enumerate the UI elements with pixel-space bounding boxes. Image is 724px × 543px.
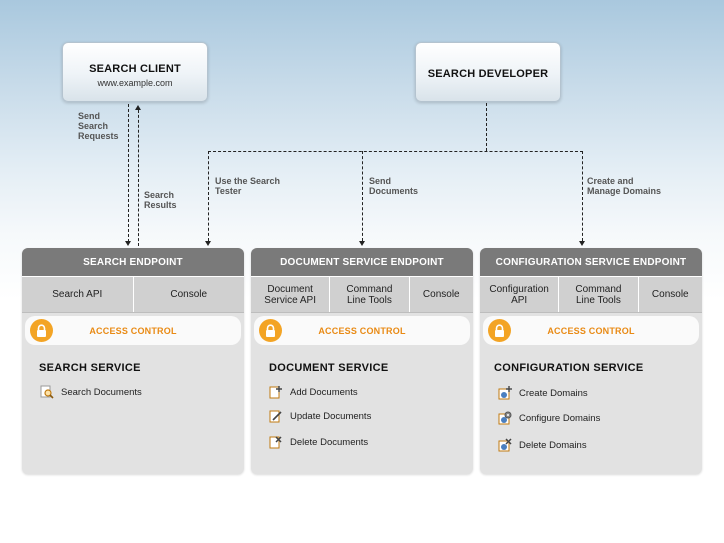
add-documents-label: Add Documents: [290, 386, 358, 398]
access-control-label: ACCESS CONTROL: [547, 325, 635, 336]
search-access-control: ACCESS CONTROL: [25, 316, 241, 345]
edit-document-icon: [269, 409, 283, 423]
update-documents-item: Update Documents: [269, 409, 371, 423]
search-tools-row: Search API Console: [22, 276, 244, 313]
document-service-title: DOCUMENT SERVICE: [269, 362, 389, 374]
search-console-tool: Console: [170, 289, 208, 300]
delete-document-icon: [269, 435, 283, 449]
delete-domains-item: Delete Domains: [498, 438, 587, 452]
use-search-tester-label: Use the Search Tester: [215, 176, 281, 196]
configuration-endpoint-header: CONFIGURATION SERVICE ENDPOINT: [480, 248, 702, 276]
configuration-access-control: ACCESS CONTROL: [483, 316, 699, 345]
search-documents-label: Search Documents: [61, 386, 142, 398]
access-control-label: ACCESS CONTROL: [318, 325, 406, 336]
search-api-tool: Search API: [22, 277, 134, 312]
delete-documents-label: Delete Documents: [290, 436, 369, 448]
configure-domain-icon: [498, 411, 512, 425]
configuration-endpoint-panel: CONFIGURATION SERVICE ENDPOINT Configura…: [480, 248, 702, 474]
create-manage-domains-label: Create and Manage Domains: [587, 176, 662, 196]
document-console-tool: Console: [422, 289, 460, 300]
lock-icon: [259, 319, 282, 342]
developer-stem-line: [486, 103, 487, 151]
lock-icon: [488, 319, 511, 342]
request-arrow-line: [128, 104, 129, 242]
add-documents-item: Add Documents: [269, 385, 358, 399]
create-domain-icon: [498, 386, 512, 400]
send-search-requests-label: Send Search Requests: [78, 111, 119, 141]
configure-domains-item: Configure Domains: [498, 411, 600, 425]
create-domains-item: Create Domains: [498, 386, 588, 400]
search-endpoint-header: SEARCH ENDPOINT: [22, 248, 244, 276]
developer-branch-line: [208, 151, 583, 152]
access-control-label: ACCESS CONTROL: [89, 325, 177, 336]
search-service-title: SEARCH SERVICE: [39, 362, 141, 374]
send-documents-label: Send Documents: [369, 176, 419, 196]
results-arrowhead: [135, 105, 141, 110]
add-document-icon: [269, 385, 283, 399]
search-client-title: SEARCH CLIENT: [89, 63, 181, 75]
configure-domains-label: Configure Domains: [519, 412, 601, 424]
create-domains-label: Create Domains: [519, 387, 588, 399]
search-developer-box: SEARCH DEVELOPER: [415, 42, 561, 102]
search-client-url: www.example.com: [97, 78, 173, 88]
document-access-control: ACCESS CONTROL: [254, 316, 470, 345]
update-documents-label: Update Documents: [290, 410, 372, 422]
search-results-label: Search Results: [144, 190, 177, 210]
search-endpoint-panel: SEARCH ENDPOINT Search API Console ACCES…: [22, 248, 244, 474]
search-documents-item: Search Documents: [40, 385, 142, 399]
domains-arrow-line: [582, 151, 583, 241]
tester-arrowhead: [205, 241, 211, 246]
search-document-icon: [40, 385, 54, 399]
documents-arrow-line: [362, 151, 363, 241]
documents-arrowhead: [359, 241, 365, 246]
delete-domain-icon: [498, 438, 512, 452]
lock-icon: [30, 319, 53, 342]
document-endpoint-header: DOCUMENT SERVICE ENDPOINT: [251, 248, 473, 276]
tester-arrow-line: [208, 151, 209, 241]
domains-arrowhead: [579, 241, 585, 246]
delete-documents-item: Delete Documents: [269, 435, 368, 449]
search-developer-title: SEARCH DEVELOPER: [427, 68, 549, 80]
request-arrowhead: [125, 241, 131, 246]
delete-domains-label: Delete Domains: [519, 439, 587, 451]
search-client-box: SEARCH CLIENT www.example.com: [62, 42, 208, 102]
results-arrow-line: [138, 110, 139, 246]
configuration-console-tool: Console: [651, 289, 689, 300]
configuration-service-title: CONFIGURATION SERVICE: [494, 362, 644, 374]
